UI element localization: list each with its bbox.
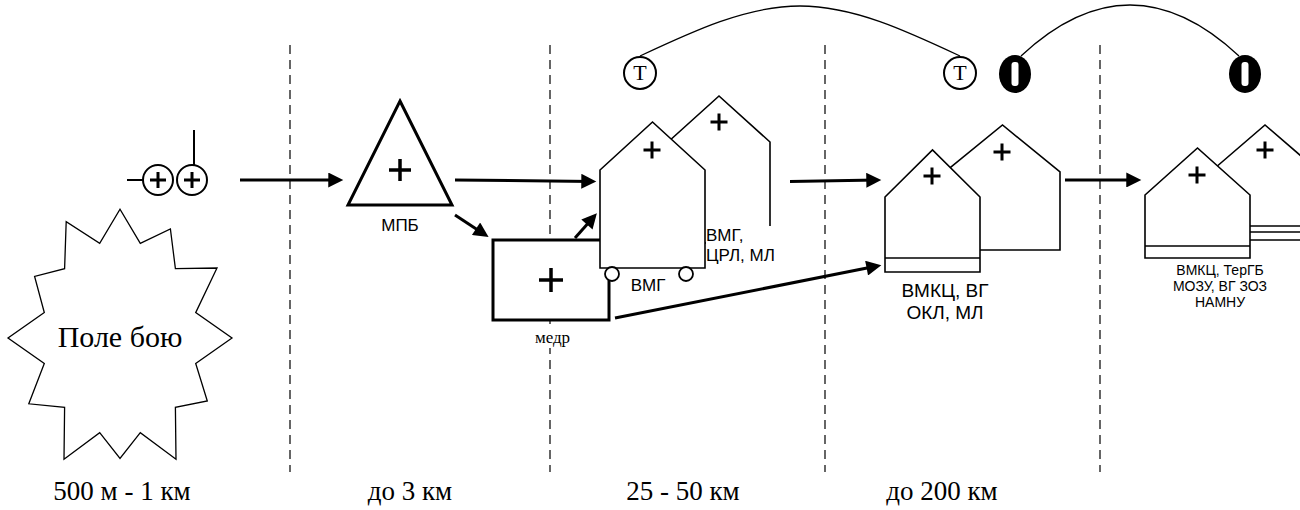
cross-symbol — [389, 159, 411, 181]
node-label: Т — [633, 56, 646, 90]
cross-symbol — [184, 172, 200, 188]
node-label: ВМКЦ, ВГ ОКЛ, МЛ — [890, 280, 1000, 324]
zone-divider — [824, 45, 825, 472]
circle-outline — [624, 57, 656, 89]
medic-line — [193, 130, 195, 165]
wheel — [605, 267, 619, 281]
node-label: Поле бою — [58, 320, 183, 355]
air-transport-arc — [1021, 5, 1239, 56]
text-slot: ВМКЦ, ВГ ОКЛ, МЛ — [890, 280, 1000, 324]
transport-circle: Т — [943, 56, 977, 93]
evacuation-arrow — [575, 216, 594, 238]
cross-symbol — [924, 168, 941, 185]
text-slot: до 200 км — [812, 477, 1072, 507]
battlefield-burst: Поле бою — [5, 100, 240, 480]
text-slot: Т — [623, 56, 657, 90]
node-label: Т — [953, 56, 966, 90]
tent-outline — [885, 150, 980, 272]
evacuation-arrow — [790, 180, 877, 181]
node-label: ВМКЦ, ТерГБ МОЗУ, ВГ ЗОЗ НАМНУ — [1159, 262, 1281, 310]
cross-symbol — [711, 114, 728, 131]
tent-floor-line — [1145, 245, 1250, 246]
text-slot: ВМКЦ, ТерГБ МОЗУ, ВГ ЗОЗ НАМНУ — [1159, 262, 1281, 311]
evacuation-arrow — [640, 6, 960, 56]
node-shape — [5, 100, 240, 480]
hospital-tents: ВМКЦ, ВГ ОКЛ, МЛ — [883, 120, 1065, 335]
node-label: ВМГ, ЦРЛ, МЛ — [706, 226, 782, 265]
text-slot: ВМГ — [618, 276, 678, 296]
burst-outline — [8, 209, 232, 459]
rear-hospital-tents: ВМКЦ, ТерГБ МОЗУ, ВГ ЗОЗ НАМНУ — [1143, 120, 1298, 320]
zone-divider — [289, 45, 290, 472]
node-label: МПБ — [381, 216, 419, 236]
transport-circle: Т — [623, 56, 657, 93]
circle-outline — [944, 57, 976, 89]
text-slot: медр — [490, 328, 615, 348]
medical-company-box: медр — [490, 238, 615, 358]
cross-symbol — [150, 172, 166, 188]
text-slot: Т — [943, 56, 977, 90]
evacuation-arrow — [240, 178, 339, 181]
text-slot: МПБ — [345, 216, 455, 236]
aid-post-triangle: МПБ — [345, 98, 455, 245]
triangle-outline — [348, 101, 452, 205]
cross-symbol — [994, 144, 1011, 161]
cross-symbol — [539, 268, 563, 292]
distance-label: 500 м - 1 км — [53, 477, 190, 507]
medic-circle — [177, 165, 207, 195]
text-slot: Поле бою — [5, 320, 235, 355]
cross-symbol — [1257, 142, 1274, 159]
evacuation-arrow — [1065, 178, 1137, 181]
evacuation-arrow — [455, 180, 592, 181]
node-label: ВМГ — [631, 276, 666, 296]
cross-symbol — [644, 142, 661, 159]
node-label: медр — [535, 328, 570, 348]
mobile-hospital-vehicle: ВМГ ВМГ, ЦРЛ, МЛ — [598, 92, 790, 299]
tent-outline — [1145, 148, 1250, 258]
air-transport-symbol — [1229, 55, 1261, 93]
evacuation-arrow — [455, 215, 485, 235]
air-transport-symbol — [999, 55, 1031, 93]
distance-label: до 200 км — [886, 477, 997, 507]
text-slot: 25 - 50 км — [553, 477, 813, 507]
tent-floor-line — [885, 257, 980, 258]
evacuation-arrow — [615, 266, 877, 318]
wheel — [679, 267, 693, 281]
zone-divider — [1099, 45, 1100, 472]
medic-circle — [143, 165, 173, 195]
distance-label: 25 - 50 км — [626, 477, 739, 507]
text-slot: до 3 км — [280, 477, 540, 507]
air-transport-bar — [1012, 62, 1019, 86]
text-slot: ВМГ, ЦРЛ, МЛ — [706, 226, 782, 265]
medic-line — [127, 179, 143, 181]
cross-symbol — [1189, 167, 1206, 184]
tent-outline — [600, 122, 705, 268]
distance-label: до 3 км — [368, 477, 452, 507]
text-slot: 500 м - 1 км — [0, 477, 252, 507]
air-transport-bar — [1242, 62, 1249, 86]
box-outline — [493, 240, 609, 320]
